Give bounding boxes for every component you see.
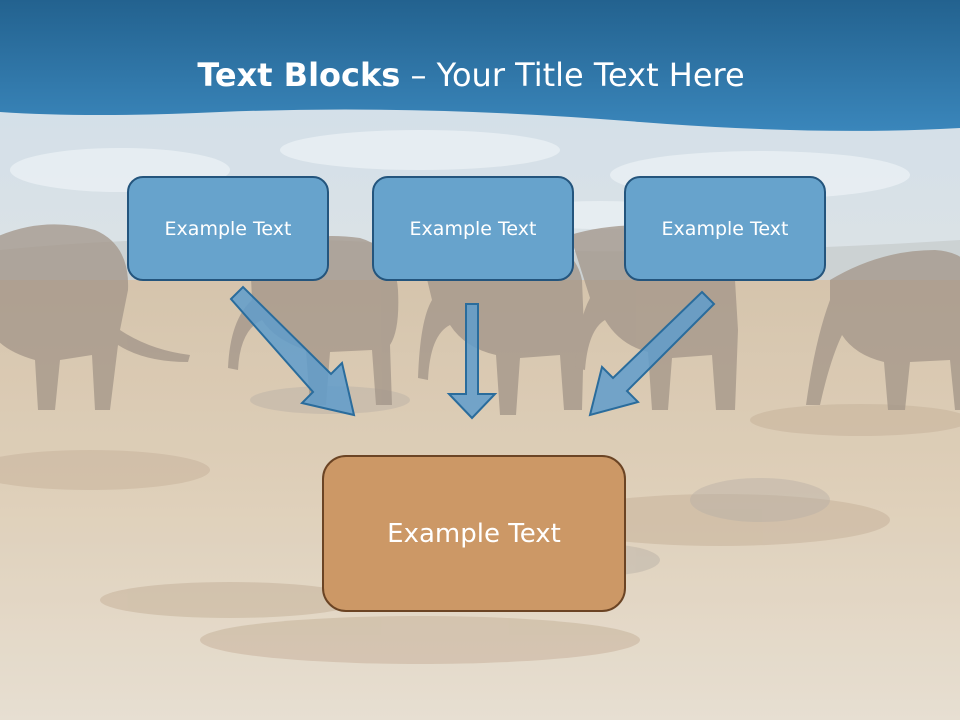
text-block-right[interactable]: Example Text: [624, 176, 826, 281]
arrow-middle-to-target: [446, 303, 498, 420]
text-block-left-label: Example Text: [164, 217, 292, 240]
text-block-middle-label: Example Text: [409, 217, 537, 240]
title-rest: Your Title Text Here: [436, 56, 745, 94]
text-block-target-label: Example Text: [387, 518, 561, 549]
text-block-middle[interactable]: Example Text: [372, 176, 574, 281]
slide-title: Text Blocks – Your Title Text Here: [0, 52, 942, 98]
text-block-left[interactable]: Example Text: [127, 176, 329, 281]
arrow-right-to-target: [588, 290, 716, 417]
title-dash: –: [410, 56, 427, 94]
text-block-right-label: Example Text: [661, 217, 789, 240]
text-block-target[interactable]: Example Text: [322, 455, 626, 612]
title-bold-part: Text Blocks: [197, 56, 401, 94]
arrow-left-to-target: [229, 285, 356, 417]
